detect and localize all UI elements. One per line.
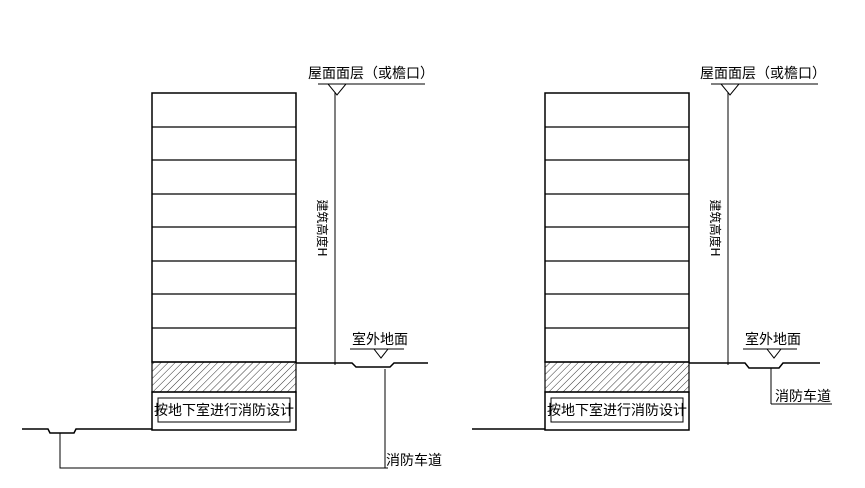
ground-right [689, 362, 820, 369]
basement-label: 按地下室进行消防设计 [547, 402, 687, 419]
basement-label-box [550, 397, 684, 423]
basement-label-box [157, 397, 291, 423]
figure-right: 按地下室进行消防设计 消防车道 屋面面层（或檐口） 建筑高度H 室外地面 [472, 66, 832, 431]
road-leader [59, 433, 388, 469]
floor-lines [545, 126, 689, 329]
ground-left [22, 428, 152, 434]
ground-level-marker [765, 348, 783, 359]
hatched-floor [151, 361, 297, 393]
ground-right [296, 362, 428, 368]
roof-label: 屋面面层（或檐口） [700, 66, 826, 82]
ground-label: 室外地面 [352, 331, 408, 348]
road-label: 消防车道 [775, 388, 831, 405]
roof-label: 屋面面层（或檐口） [308, 66, 434, 82]
basement-label: 按地下室进行消防设计 [154, 402, 294, 419]
ground-label: 室外地面 [745, 331, 801, 348]
roof-level-marker [719, 83, 741, 96]
floor-lines [152, 126, 296, 329]
roof-level-marker [326, 83, 348, 96]
basement-outline [151, 391, 297, 431]
height-label: 建筑高度H [315, 199, 330, 256]
height-label: 建筑高度H [708, 199, 723, 256]
hatched-floor [544, 361, 690, 393]
basement-outline [544, 391, 690, 431]
figure-left: 按地下室进行消防设计 消防车道 屋面面层（或檐口） 建筑高度H 室外地面 [22, 66, 442, 469]
road-label: 消防车道 [386, 452, 442, 469]
ground-level-marker [372, 348, 390, 359]
